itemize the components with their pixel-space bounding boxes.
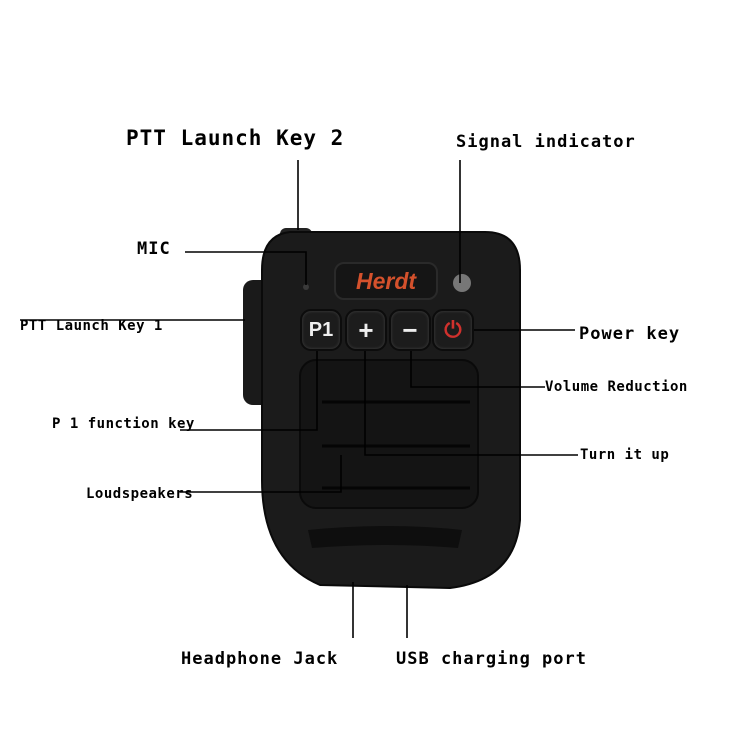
label-power-key: Power key (579, 324, 681, 344)
signal-indicator-light (453, 274, 471, 292)
volume-down-button[interactable]: − (389, 309, 431, 351)
label-mic: MIC (137, 239, 171, 259)
label-ptt2: PTT Launch Key 2 (126, 126, 345, 150)
power-button[interactable]: ⏻ (432, 309, 474, 351)
volume-up-button[interactable]: + (345, 309, 387, 351)
label-turn-it-up: Turn it up (580, 447, 670, 463)
brand-logo: Herdt (334, 262, 438, 300)
label-headphone-jack: Headphone Jack (181, 649, 339, 669)
label-usb-port: USB charging port (396, 649, 587, 669)
mic-hole (303, 284, 309, 290)
label-p1-function-key: P 1 function key (52, 416, 195, 432)
p1-button[interactable]: P1 (300, 309, 342, 351)
label-loudspeakers: Loudspeakers (86, 486, 194, 502)
label-volume-reduction: Volume Reduction (545, 379, 688, 395)
label-signal-indicator: Signal indicator (456, 132, 636, 152)
bottom-slot (308, 526, 462, 548)
speaker-grille (299, 359, 479, 509)
label-ptt1: PTT Launch Key 1 (20, 318, 163, 334)
leader-lines (20, 160, 578, 638)
